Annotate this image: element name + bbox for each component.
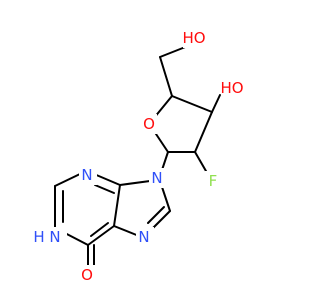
bond-c3-c2 <box>194 111 213 153</box>
bond-c8-n7-double <box>147 206 165 224</box>
atom-ring-hydroxyl: HO <box>220 79 243 97</box>
bond-c4-n9 <box>119 180 151 186</box>
atom-n1: N <box>49 228 60 246</box>
atom-ring-oxygen: O <box>143 115 155 133</box>
bond-c6-c5-inner <box>90 222 109 237</box>
bonds <box>54 41 221 267</box>
molecule-structure: HO HO O F N N N H N O <box>33 28 249 285</box>
label-bg-n3 <box>79 165 97 185</box>
bond-c4-c3 <box>171 95 213 113</box>
atom-labels: HO HO O F N N N H N O <box>33 28 249 285</box>
label-bg-n9 <box>149 168 167 188</box>
bond-c6-c5 <box>87 225 115 246</box>
atom-n1-hydrogen: H <box>33 228 44 246</box>
atom-carbonyl-o: O <box>81 266 93 284</box>
bond-c4-n3 <box>93 173 121 186</box>
bond-n3-c2 <box>54 173 81 187</box>
atom-n3: N <box>81 166 92 184</box>
atom-n7: N <box>138 228 149 246</box>
label-bg-ring-oxygen <box>141 114 157 134</box>
bond-c4-n3-inner <box>94 184 115 194</box>
label-bg-fluorine <box>205 171 221 191</box>
atom-fluorine: F <box>209 172 218 190</box>
label-bg-n1 <box>33 227 67 247</box>
bond-n7-c5 <box>113 225 140 237</box>
bond-c4-c5prime <box>159 56 173 97</box>
label-bg-n7 <box>136 227 154 247</box>
atom-hydroxymethyl-oh: HO <box>182 29 205 47</box>
bond-c3-oh <box>211 94 221 113</box>
label-bg-carbonyl-o <box>79 265 97 285</box>
bond-c5-c4 <box>113 184 121 227</box>
label-bg-ring-hydroxyl <box>223 78 249 98</box>
atom-n9: N <box>151 169 162 187</box>
label-bg-hydroxymethyl-oh <box>183 28 209 48</box>
